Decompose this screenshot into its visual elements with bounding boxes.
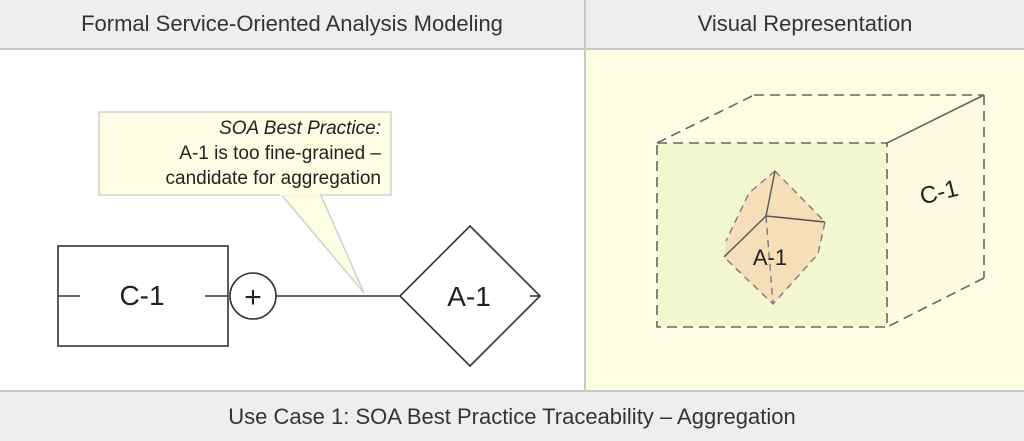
left-column-header: Formal Service-Oriented Analysis Modelin…: [0, 0, 586, 50]
callout-line-1: A-1 is too fine-grained –: [179, 143, 381, 164]
formal-model-diagram: SOA Best Practice: A-1 is too fine-grain…: [57, 111, 542, 368]
inner-cube-label: A-1: [753, 245, 787, 270]
outer-cube-side-face: [887, 95, 984, 327]
right-column-header: Visual Representation: [586, 0, 1024, 50]
service-diamond: [398, 224, 542, 368]
aggregation-plus-symbol: +: [244, 281, 262, 314]
callout-line-2: candidate for aggregation: [166, 168, 382, 189]
capability-label: C-1: [119, 280, 164, 311]
callout-pointer: [278, 192, 365, 294]
outer-cube-top-edge: [886, 94, 985, 144]
callout-title: SOA Best Practice:: [219, 118, 381, 139]
footer-caption: Use Case 1: SOA Best Practice Traceabili…: [0, 390, 1024, 441]
inner-cube-fill: [724, 171, 825, 304]
inner-cube-solid-edges: [723, 170, 826, 258]
callout-box: [98, 111, 392, 196]
inner-cube-edges: [723, 170, 826, 306]
visual-representation-diagram: C-1 A-1: [656, 94, 985, 328]
outer-cube-edges: [656, 94, 985, 328]
service-label: A-1: [447, 281, 491, 312]
formal-model-pane: SOA Best Practice: A-1 is too fine-grain…: [0, 50, 586, 390]
visual-representation-pane: C-1 A-1: [586, 50, 1024, 390]
